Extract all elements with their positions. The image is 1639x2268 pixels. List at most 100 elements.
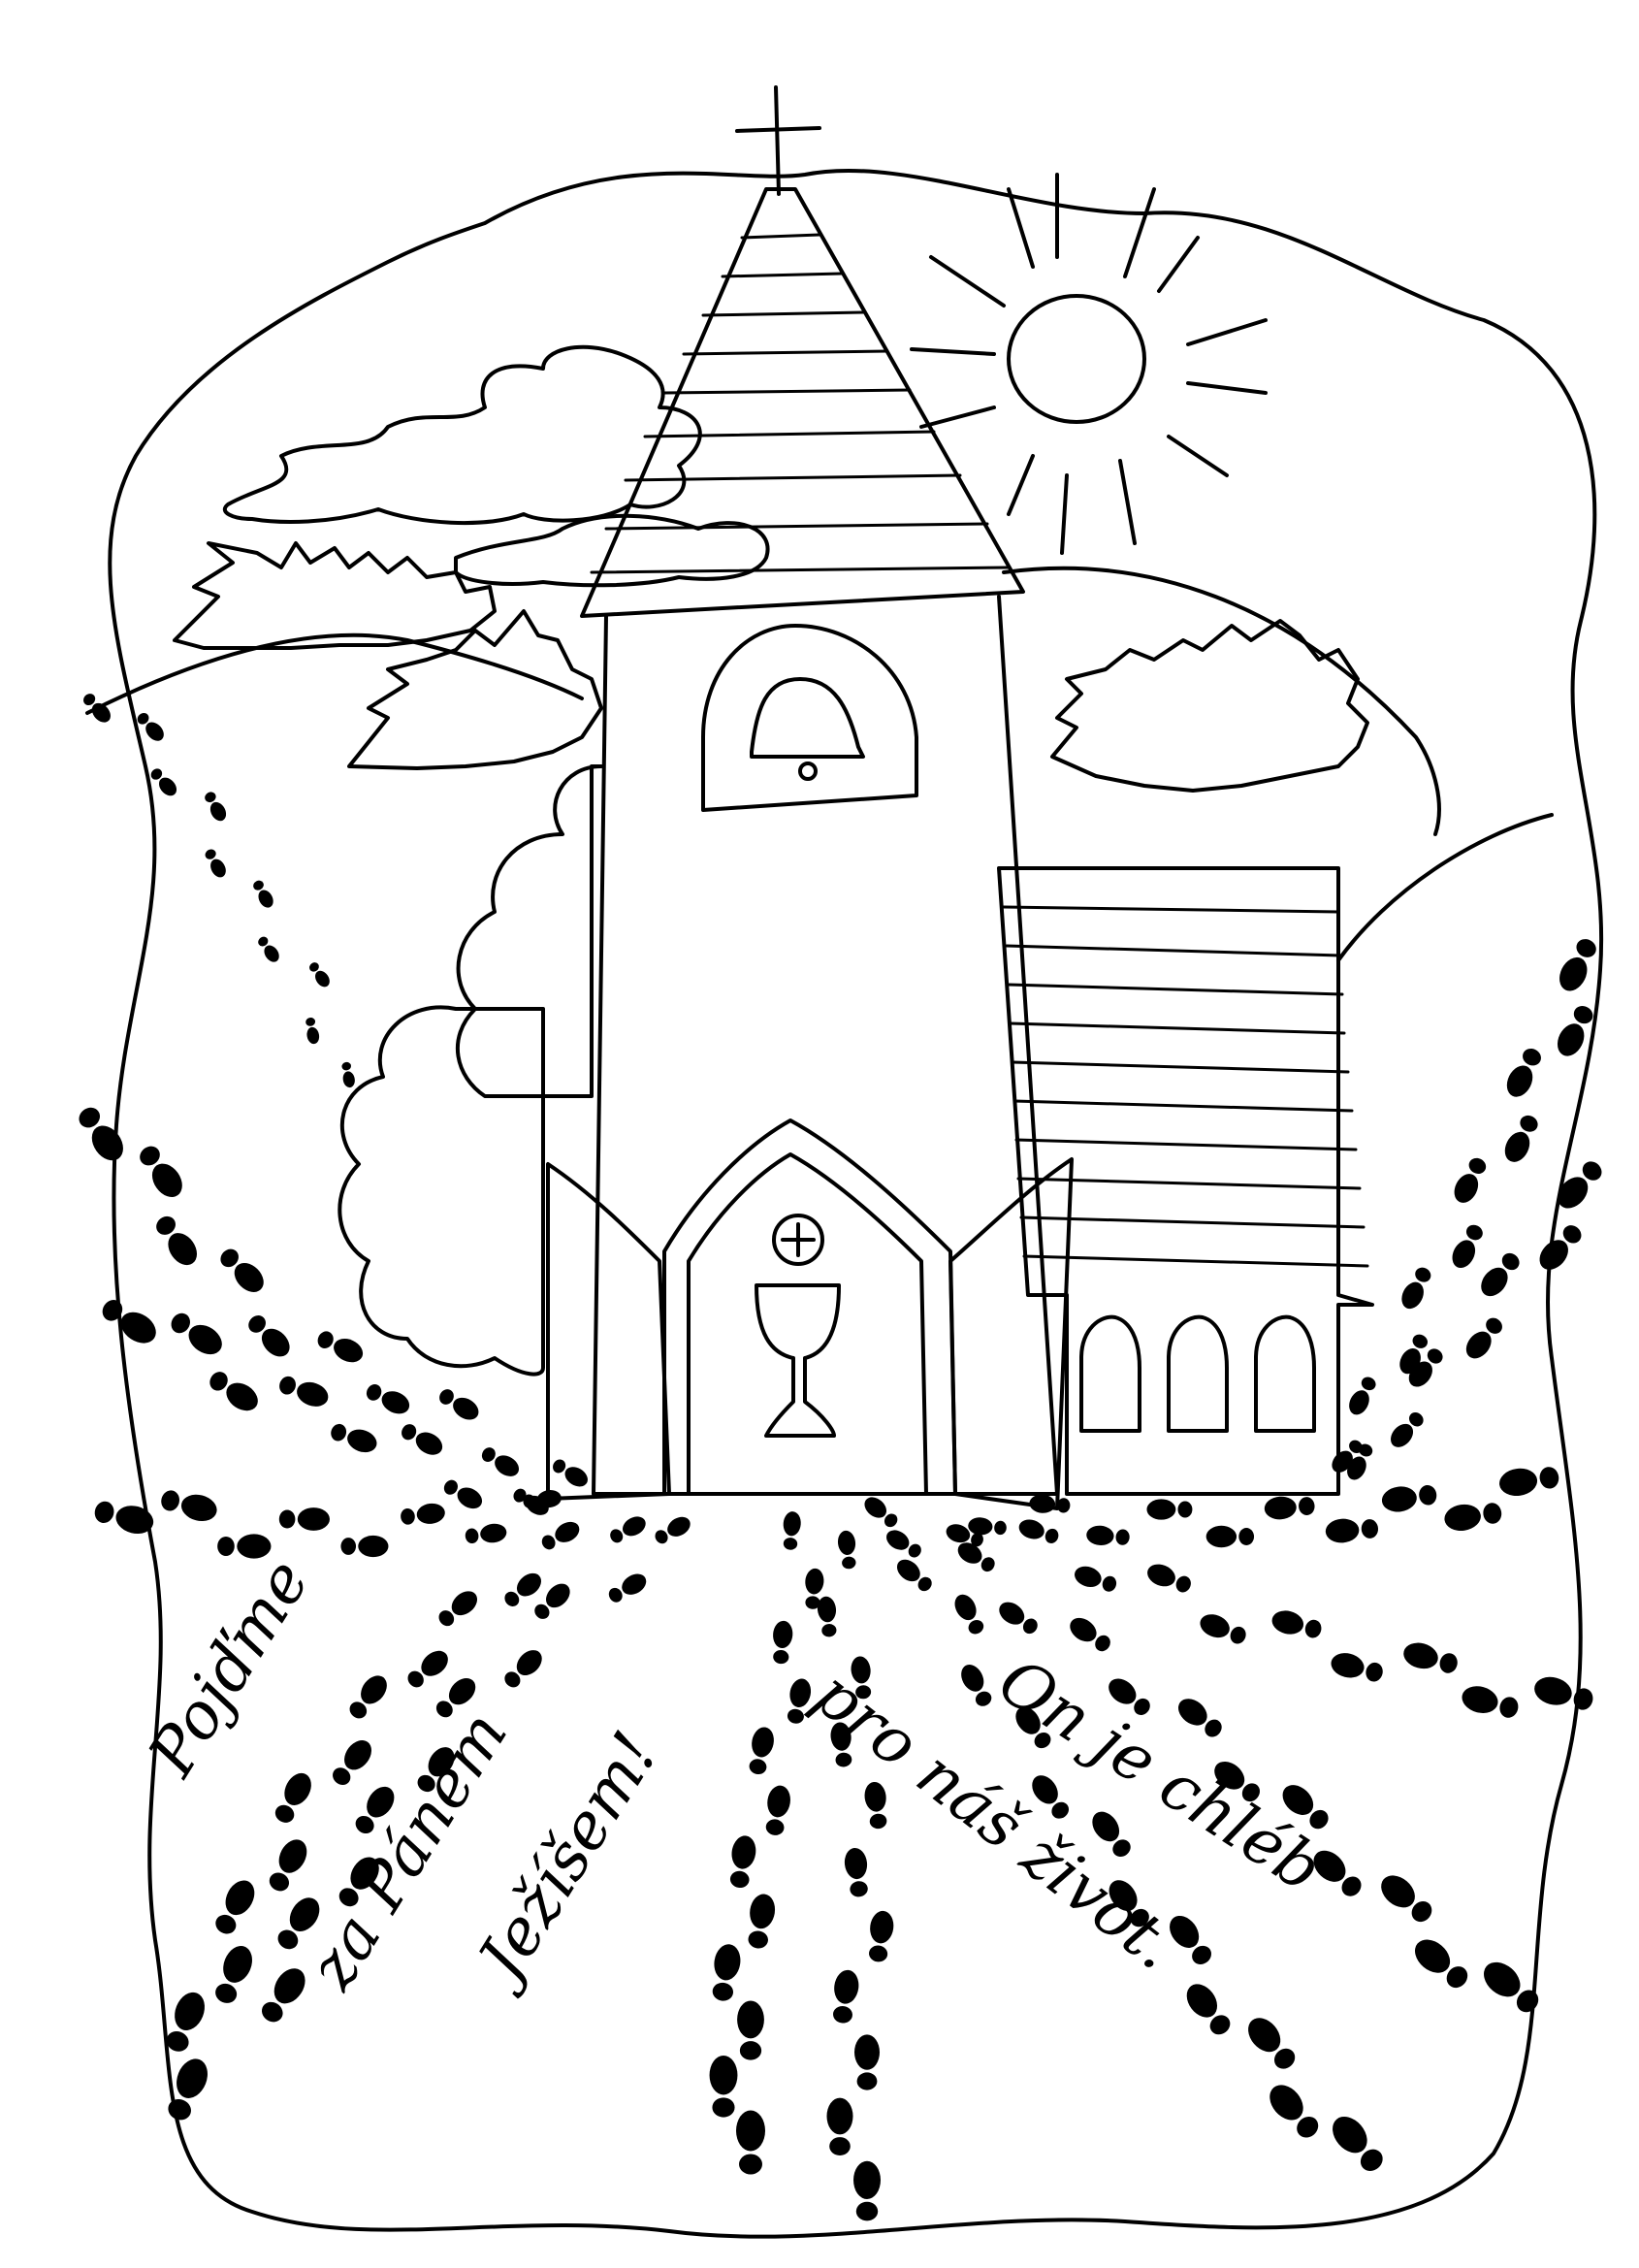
footprint <box>504 1650 542 1688</box>
footprint <box>1086 1525 1130 1545</box>
footprint <box>305 1018 320 1045</box>
footprint <box>1170 1915 1212 1964</box>
footprint <box>438 1591 478 1627</box>
footprint <box>655 1516 691 1544</box>
sun <box>910 173 1268 555</box>
footprint <box>1264 1496 1315 1520</box>
footprint <box>417 1747 455 1793</box>
footprint <box>1499 1467 1559 1497</box>
door-arch-inner <box>687 1152 928 1496</box>
side-window-2 <box>1167 1314 1229 1433</box>
footprint <box>465 1523 507 1544</box>
footprint <box>957 1542 995 1572</box>
footprint <box>826 2097 853 2155</box>
footprint <box>1248 2018 1296 2069</box>
footprint <box>1452 1224 1483 1269</box>
footprint <box>1454 1157 1487 1203</box>
footprint <box>1484 1961 1539 2013</box>
side-window-1 <box>1079 1314 1141 1433</box>
side-window-3 <box>1254 1314 1316 1433</box>
footprint <box>1333 2116 1383 2171</box>
footprint <box>443 1479 483 1509</box>
footprint <box>523 1490 562 1508</box>
footprint <box>215 1880 255 1934</box>
footprint <box>1282 1785 1329 1830</box>
bell <box>750 677 865 759</box>
footprint <box>1506 1048 1541 1097</box>
bush-front <box>337 1005 545 1377</box>
footprint <box>401 1503 445 1525</box>
footprint <box>1559 939 1596 991</box>
footprint <box>553 1459 588 1487</box>
footprint <box>946 1524 983 1547</box>
footprint <box>253 880 273 908</box>
footprint <box>277 1897 320 1950</box>
footprint <box>1147 1564 1191 1593</box>
footprint <box>340 1535 389 1558</box>
door-arch-outer <box>662 1118 957 1496</box>
footprint <box>274 1772 311 1823</box>
footprint <box>1109 1678 1150 1715</box>
footprint <box>338 1857 379 1907</box>
footprint <box>1557 1006 1593 1056</box>
footprints <box>79 694 1602 2221</box>
tree-mid <box>347 609 603 770</box>
footprint <box>366 1384 410 1414</box>
footprint <box>832 1969 859 2024</box>
footprint <box>1214 1761 1260 1802</box>
footprint <box>886 1530 921 1558</box>
footprint <box>999 1602 1038 1635</box>
bush-back <box>456 764 603 1098</box>
side-building <box>997 866 1374 1496</box>
footprint <box>435 1677 476 1718</box>
footprint <box>94 1501 154 1535</box>
footprint <box>279 1376 329 1407</box>
footprint <box>864 1497 898 1528</box>
footprint <box>1401 1267 1431 1310</box>
chalice <box>755 1283 841 1438</box>
footprint <box>269 1839 307 1892</box>
footprint <box>1558 1161 1602 1209</box>
footprint <box>709 2055 738 2118</box>
footprint <box>1331 1653 1383 1682</box>
footprint <box>481 1447 520 1476</box>
left-door <box>546 1162 671 1501</box>
footprint <box>1403 1642 1458 1673</box>
footprint <box>261 1968 305 2023</box>
footprint <box>854 2034 880 2090</box>
footprint <box>1465 1317 1502 1359</box>
footprint <box>258 936 279 962</box>
footprint <box>215 1946 252 2003</box>
footprint <box>534 1583 570 1619</box>
footprint <box>1070 1617 1110 1652</box>
footprint <box>1109 1880 1149 1928</box>
footprint <box>1349 1377 1376 1415</box>
footprint <box>156 1215 198 1266</box>
footprint <box>896 1559 932 1592</box>
footprint <box>830 1722 852 1767</box>
church-tower <box>546 85 1074 1510</box>
footprint <box>1018 1519 1059 1543</box>
left-hill <box>85 632 584 715</box>
footprint <box>1029 1494 1071 1513</box>
bell-window <box>701 624 918 812</box>
footprint <box>171 1312 222 1355</box>
footprint <box>853 2160 881 2221</box>
footprint <box>1015 1706 1051 1749</box>
right-small-hill <box>1336 813 1554 962</box>
wavy-frame <box>108 168 1604 2239</box>
footprint <box>1178 1699 1222 1737</box>
footprint <box>954 1594 984 1635</box>
footprint <box>961 1665 992 1706</box>
footprint <box>150 768 177 796</box>
footprint <box>317 1331 364 1363</box>
footprint <box>1381 1875 1432 1923</box>
footprint <box>333 1740 371 1785</box>
footprint <box>608 1573 647 1603</box>
footprint <box>140 1146 182 1197</box>
footprint <box>844 1847 868 1897</box>
footprint <box>729 1835 756 1889</box>
footprint <box>1325 1518 1379 1543</box>
footprint <box>439 1389 479 1420</box>
